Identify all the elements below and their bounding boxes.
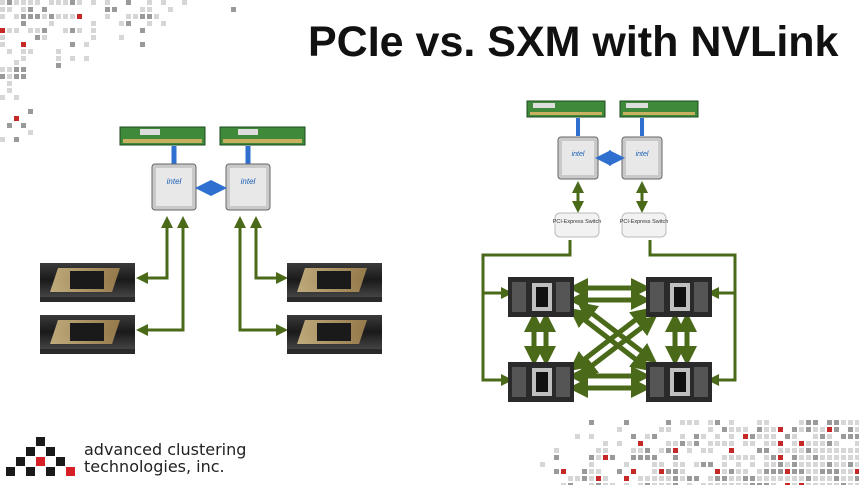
sxm-gpu-module-icon xyxy=(508,277,574,317)
cpu-brand-label: intel xyxy=(241,177,256,186)
memory-module-icon xyxy=(619,100,699,118)
cpu-icon: intel xyxy=(557,136,599,180)
switch-label: PCI-Express Switch xyxy=(553,219,602,225)
cpu-brand-label: intel xyxy=(572,151,585,158)
cpu-icon: intel xyxy=(621,136,663,180)
sxm-gpu-module-icon xyxy=(646,362,712,402)
sxm-gpu-module-icon xyxy=(646,277,712,317)
switch-label: PCI-Express Switch xyxy=(620,219,669,225)
pcie-gpu-card-icon xyxy=(287,315,382,354)
pcie-diagram: intel intel xyxy=(40,126,382,354)
cpu-icon: intel xyxy=(225,163,271,211)
sxm-gpu-module-icon xyxy=(508,362,574,402)
cpu-brand-label: intel xyxy=(636,151,649,158)
cpu-brand-label: intel xyxy=(167,177,182,186)
pcie-gpu-card-icon xyxy=(40,315,135,354)
company-name: advanced clustering technologies, inc. xyxy=(84,441,246,475)
switch-gpu-links xyxy=(481,240,737,386)
memory-module-icon xyxy=(526,100,606,118)
pcie-gpu-card-icon xyxy=(40,263,135,302)
nvlink-links xyxy=(524,278,697,398)
slide-title: PCIe vs. SXM with NVLink xyxy=(308,18,839,66)
company-name-line1: advanced clustering xyxy=(84,440,247,459)
pcie-switch: PCI-Express Switch xyxy=(620,212,669,238)
company-name-line2: technologies, inc. xyxy=(84,457,225,476)
cpu-icon: intel xyxy=(151,163,197,211)
pcie-switch: PCI-Express Switch xyxy=(553,212,602,238)
memory-module-icon xyxy=(119,126,206,146)
sxm-diagram: intel intel PCI-Express Switch PCI-Expre… xyxy=(481,100,737,402)
pcie-links xyxy=(136,216,288,336)
pcie-gpu-card-icon xyxy=(287,263,382,302)
memory-module-icon xyxy=(219,126,306,146)
company-logo-icon xyxy=(6,437,75,476)
